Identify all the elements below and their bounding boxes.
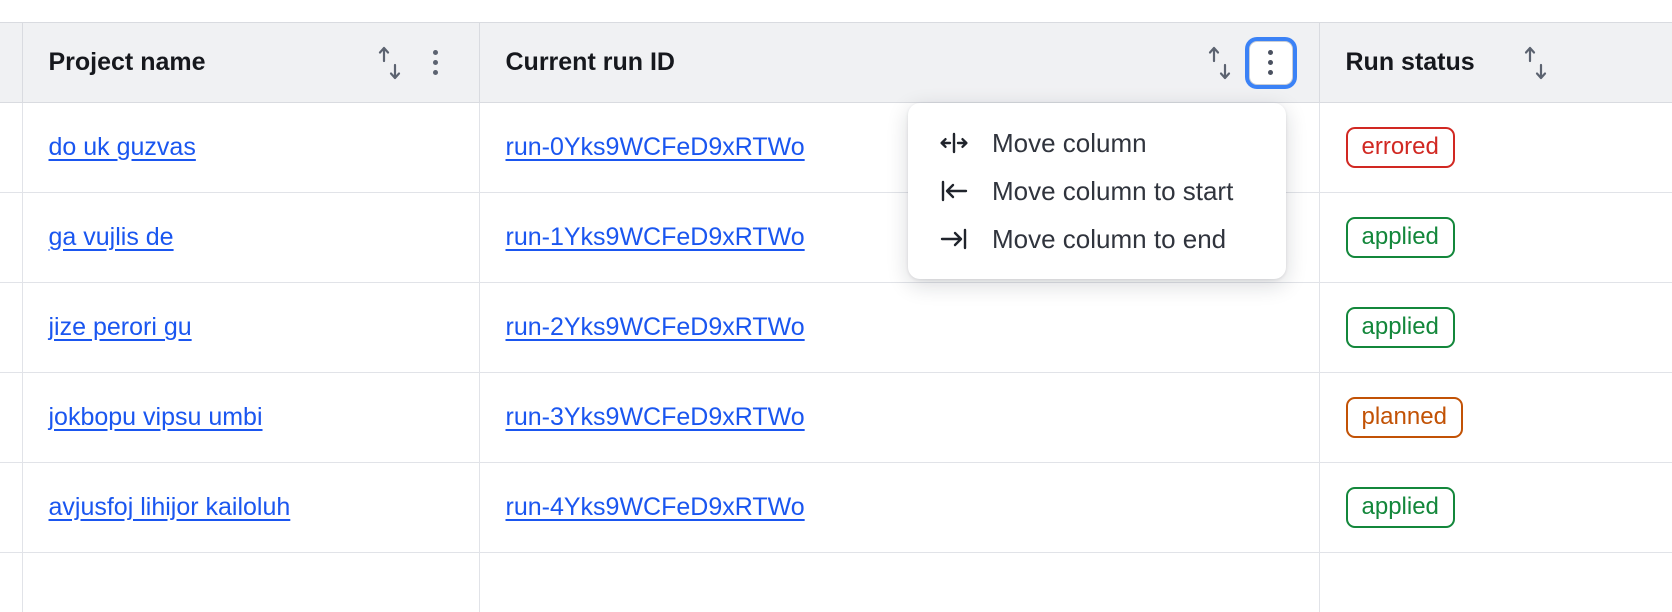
column-header-gutter	[0, 22, 23, 103]
run-id-link[interactable]: run-4Yks9WCFeD9xRTWo	[505, 493, 805, 521]
status-badge: errored	[1345, 126, 1455, 169]
table-row: do uk guzvas run-0Yks9WCFeD9xRTWo errore…	[0, 102, 1672, 193]
cell-project-name: jokbopu vipsu umbi	[22, 372, 480, 463]
project-link[interactable]: avjusfoj lihijor kailoluh	[48, 493, 291, 521]
column-header-run-status-label: Run status	[1345, 48, 1475, 76]
kebab-dot	[433, 60, 438, 65]
row-gutter-cell	[0, 192, 23, 283]
menu-item-label: Move column to end	[992, 223, 1227, 254]
cell-project-name: do uk guzvas	[22, 102, 480, 193]
project-link[interactable]: jize perori gu	[48, 313, 192, 341]
cell-project-name: avjusfoj lihijor kailoluh	[22, 462, 480, 553]
menu-item-label: Move column	[992, 127, 1147, 158]
cell-current-run-id: run-3Yks9WCFeD9xRTWo	[479, 372, 1320, 463]
menu-item-label: Move column to start	[992, 175, 1234, 206]
kebab-dot	[1268, 60, 1273, 65]
move-column-icon	[938, 127, 970, 159]
table-row: ga vujlis de run-1Yks9WCFeD9xRTWo applie…	[0, 192, 1672, 283]
sort-icon-current-run-id[interactable]	[1205, 45, 1235, 81]
projects-table: Project name	[0, 22, 1672, 612]
sort-icon-run-status[interactable]	[1521, 45, 1551, 81]
table-row: jokbopu vipsu umbi run-3Yks9WCFeD9xRTWo …	[0, 372, 1672, 463]
run-id-link[interactable]: run-1Yks9WCFeD9xRTWo	[505, 223, 805, 251]
column-header-project-name[interactable]: Project name	[22, 22, 480, 103]
cell-run-status: applied	[1319, 192, 1672, 283]
status-badge: applied	[1345, 216, 1455, 259]
cell-current-run-id: run-4Yks9WCFeD9xRTWo	[479, 462, 1320, 553]
cell-run-status: planned	[1319, 372, 1672, 463]
cell-project-name: jize perori gu	[22, 282, 480, 373]
cell-current-run-id: run-2Yks9WCFeD9xRTWo	[479, 282, 1320, 373]
sort-icon-project-name[interactable]	[375, 45, 405, 81]
menu-item-move-column[interactable]: Move column	[908, 119, 1286, 167]
move-column-to-start-icon	[938, 175, 970, 207]
column-options-menu: Move column Move column to start Move co…	[908, 103, 1286, 279]
column-menu-button-project-name[interactable]	[419, 45, 453, 81]
run-id-link[interactable]: run-0Yks9WCFeD9xRTWo	[505, 133, 805, 161]
run-id-link[interactable]: run-3Yks9WCFeD9xRTWo	[505, 403, 805, 431]
cell-run-status	[1319, 552, 1672, 612]
table-row: avjusfoj lihijor kailoluh run-4Yks9WCFeD…	[0, 462, 1672, 553]
column-header-current-run-id[interactable]: Current run ID	[479, 22, 1320, 103]
table-body: do uk guzvas run-0Yks9WCFeD9xRTWo errore…	[0, 102, 1672, 612]
menu-item-move-column-to-start[interactable]: Move column to start	[908, 167, 1286, 215]
column-menu-button-current-run-id[interactable]	[1248, 40, 1293, 85]
cell-run-status: applied	[1319, 462, 1672, 553]
project-link[interactable]: jokbopu vipsu umbi	[48, 403, 263, 431]
status-badge: applied	[1345, 486, 1455, 529]
run-id-link[interactable]: run-2Yks9WCFeD9xRTWo	[505, 313, 805, 341]
cell-run-status: applied	[1319, 282, 1672, 373]
menu-item-move-column-to-end[interactable]: Move column to end	[908, 215, 1286, 263]
table-row	[0, 552, 1672, 612]
kebab-dot	[1268, 70, 1273, 75]
cell-project-name: ga vujlis de	[22, 192, 480, 283]
table-row: jize perori gu run-2Yks9WCFeD9xRTWo appl…	[0, 282, 1672, 373]
move-column-to-end-icon	[938, 223, 970, 255]
cell-run-status: errored	[1319, 102, 1672, 193]
kebab-dot	[433, 70, 438, 75]
status-badge: planned	[1345, 396, 1463, 439]
kebab-dot	[433, 50, 438, 55]
row-gutter-cell	[0, 462, 23, 553]
header-row: Project name	[0, 22, 1672, 103]
row-gutter-cell	[0, 102, 23, 193]
cell-project-name	[22, 552, 480, 612]
column-header-run-status[interactable]: Run status	[1319, 22, 1672, 103]
table-header: Project name	[0, 22, 1672, 103]
cell-current-run-id	[479, 552, 1320, 612]
project-link[interactable]: do uk guzvas	[48, 133, 196, 161]
row-gutter-cell	[0, 282, 23, 373]
row-gutter-cell	[0, 372, 23, 463]
project-link[interactable]: ga vujlis de	[48, 223, 174, 251]
kebab-dot	[1268, 50, 1273, 55]
column-header-project-name-label: Project name	[48, 48, 206, 76]
column-header-current-run-id-label: Current run ID	[505, 48, 675, 76]
status-badge: applied	[1345, 306, 1455, 349]
row-gutter-cell	[0, 552, 23, 612]
